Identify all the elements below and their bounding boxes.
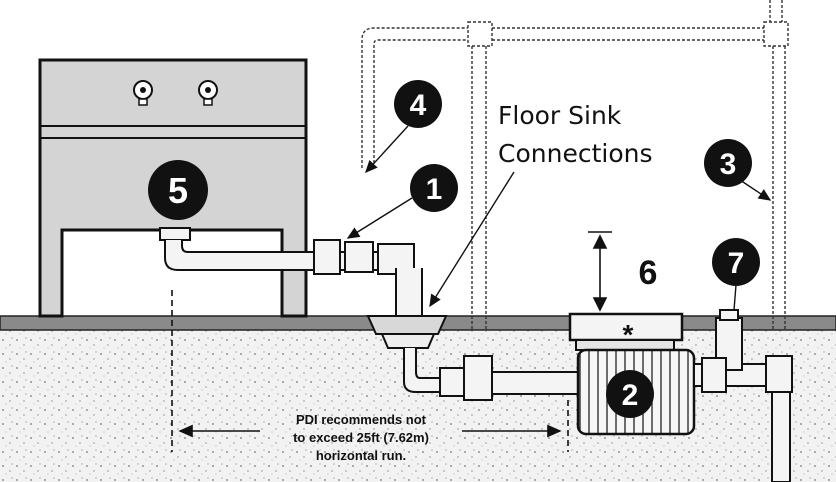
- marker-1: 1: [410, 164, 458, 212]
- marker-3: 3: [704, 139, 752, 187]
- marker-3-label: 3: [720, 148, 737, 181]
- drain-pipe: [159, 227, 423, 321]
- marker-6-label: 6: [639, 254, 658, 292]
- marker-2-label: 2: [622, 379, 639, 412]
- vent-piping: [361, 0, 789, 330]
- height-dimension: [588, 231, 612, 312]
- marker-2: 2: [606, 370, 654, 418]
- marker-5-label: 5: [168, 170, 188, 211]
- marker-7: 7: [712, 238, 760, 286]
- note-line-2: to exceed 25ft (7.62m): [293, 430, 429, 445]
- outlet-pipe: [693, 309, 793, 482]
- marker-4: 4: [394, 80, 442, 128]
- valve-icon: [198, 80, 218, 106]
- valve-icon: [133, 80, 153, 106]
- leader-lines: [346, 125, 772, 311]
- callout-title-line-2: Connections: [498, 139, 652, 168]
- run-reference-lines: [171, 290, 569, 452]
- marker-6: 6: [639, 254, 658, 292]
- marker-1-label: 1: [426, 173, 443, 206]
- asterisk-mark: *: [623, 319, 634, 350]
- floor-sink: [366, 315, 448, 349]
- marker-4-label: 4: [410, 89, 427, 122]
- callout-title-line-1: Floor Sink: [498, 101, 622, 130]
- marker-5: 5: [148, 160, 208, 220]
- marker-7-label: 7: [728, 247, 745, 280]
- underground-pipe: [403, 348, 579, 401]
- soil: [0, 330, 836, 482]
- note-line-1: PDI recommends not: [296, 412, 427, 427]
- note-line-3: horizontal run.: [316, 448, 406, 463]
